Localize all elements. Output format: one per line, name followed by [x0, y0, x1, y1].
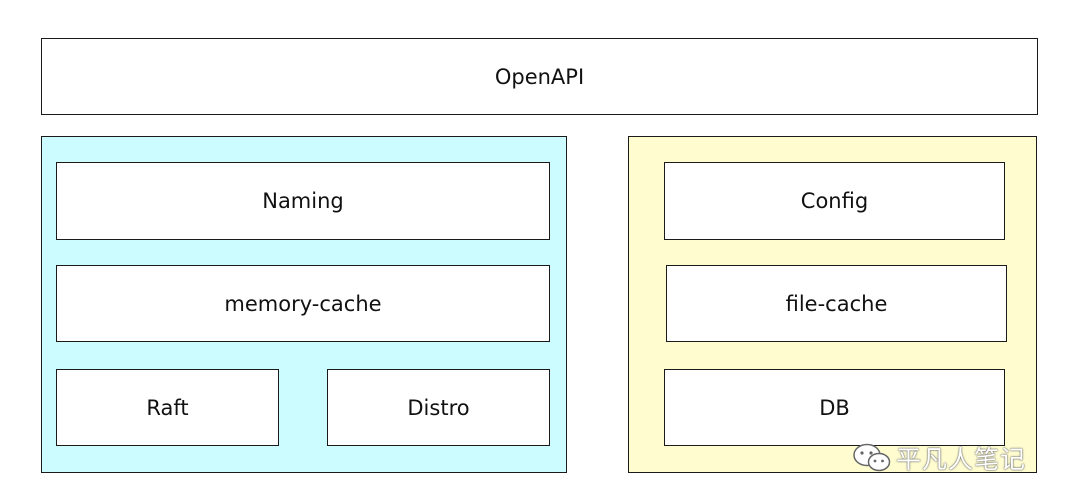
watermark-text: 平凡人笔记 — [896, 445, 1027, 474]
distro-label: Distro — [407, 395, 470, 420]
config-label: Config — [800, 189, 869, 213]
watermark: 平凡人笔记 — [852, 440, 1026, 476]
memory-cache-box: memory-cache — [56, 265, 550, 342]
openapi-box: OpenAPI — [41, 38, 1038, 115]
distro-box: Distro — [327, 369, 550, 446]
file-cache-label: file-cache — [785, 291, 888, 316]
raft-label: Raft — [146, 395, 189, 420]
raft-box: Raft — [56, 369, 279, 446]
file-cache-box: file-cache — [666, 265, 1007, 342]
config-box: Config — [664, 162, 1005, 240]
db-box: DB — [664, 369, 1005, 446]
wechat-icon — [852, 442, 892, 474]
db-label: DB — [819, 395, 850, 420]
memory-cache-label: memory-cache — [224, 291, 382, 316]
naming-label: Naming — [262, 189, 344, 213]
openapi-label: OpenAPI — [494, 64, 585, 89]
naming-box: Naming — [56, 162, 550, 240]
